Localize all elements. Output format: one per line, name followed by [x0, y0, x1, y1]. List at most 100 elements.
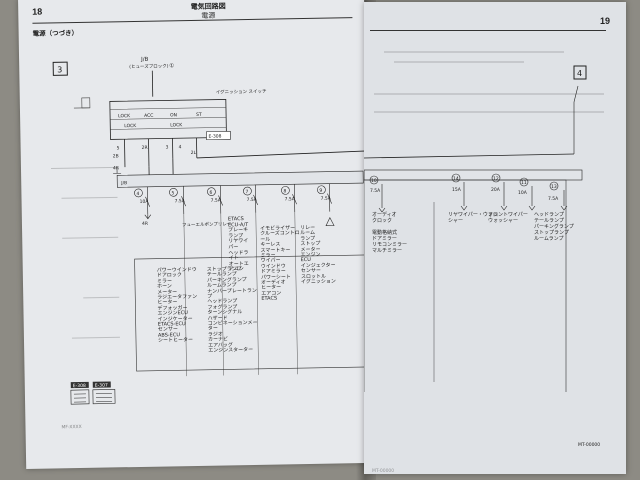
connector-triangle-icon: [325, 216, 335, 226]
jb-bus-box: [364, 169, 583, 181]
branch-label: 2R: [142, 145, 148, 151]
incoming-wire: [364, 153, 575, 159]
ignition-switch-box: [109, 99, 227, 140]
panel-number-box: [52, 61, 68, 76]
fuse-group-r3: 12 20A: [491, 173, 508, 211]
right-page: 19 4 10 7.5A 14 15A 12 20A: [364, 2, 626, 474]
arrow-down-icon: [500, 182, 508, 211]
arrow-down-icon: [528, 186, 536, 211]
fuse-number-circle: [134, 188, 143, 198]
legend-code: E-307: [95, 383, 108, 389]
load-label: ルームランプ: [534, 236, 564, 242]
fuse-symbol: [145, 186, 150, 215]
switch-pos-5: LOCK: [124, 123, 137, 129]
ignition-switch-label: イグニッション スイッチ: [216, 88, 267, 96]
footer-code: MT-00000: [578, 442, 600, 448]
panel-number-box: [573, 65, 587, 80]
branch-label: 3: [166, 144, 169, 150]
fuse-number: 13: [551, 184, 557, 190]
fuse-group-1: 4 10A: [134, 186, 150, 215]
load-feed-wires: [183, 212, 298, 377]
connector-diagram-icon: [92, 389, 116, 405]
load-label: フロントワイパー: [488, 212, 528, 218]
fuse-rating: 7.5A: [548, 196, 559, 202]
branch-label: 5: [117, 145, 120, 151]
list-item: シートヒーター: [157, 337, 194, 344]
fuse-symbol: [292, 184, 297, 213]
fuse-rating: 7.5A: [211, 197, 222, 203]
load-list-3: イモビライザー クルーズコントロール キーレス スマートキー ミラー ワイパー …: [260, 225, 301, 302]
fuse-number: 5: [171, 190, 174, 196]
arrow-down-icon: [144, 214, 152, 220]
load-label: リモコンミラー: [372, 242, 408, 248]
legend-code: E-308: [73, 383, 86, 389]
fuse-symbol: [327, 183, 332, 212]
fuse-number: 9: [319, 188, 322, 194]
switch-pos-3: ON: [170, 112, 177, 118]
load-label: テールランプ: [534, 218, 564, 224]
connector-diagram-icon: [70, 389, 90, 405]
load-label: ウォッシャー: [488, 218, 519, 224]
arrow-down-icon: [560, 190, 568, 211]
fuse-rating: 20A: [491, 187, 501, 193]
wire-note: 4R: [113, 165, 119, 171]
load-label-group: リヤワイパー・ウォッシャー: [448, 212, 500, 224]
arrow-down-icon: [378, 184, 386, 213]
connector-ref-box: [206, 131, 231, 141]
fuse-group-r2: 14 15A: [451, 173, 468, 211]
load-label: 電動格納式: [372, 230, 398, 236]
load-list-1: パワーウインドウ ドアロック ミラー ホーン メーター ラジエータファン ヒータ…: [157, 267, 204, 344]
fuse-rating: 7.5A: [247, 197, 258, 203]
footer-code-ghost: MT-00000: [372, 468, 394, 474]
fuse-number-circle: [369, 175, 379, 185]
load-label-group: フロントワイパー ウォッシャー: [488, 212, 530, 224]
legend-code-badge: [70, 381, 89, 389]
fuse-group-6: 9 7.5A: [317, 183, 332, 212]
load-label-group: ヘッドランプ テールランプ パーキングランプ ストップランプ ルームランプ: [534, 212, 574, 242]
panel-number: 4: [577, 69, 582, 78]
jb-label: J/B: [140, 57, 149, 63]
load-list-2: ストップランプ テールランプ パーキングランプ ルームランプ ナンバープレートラ…: [207, 266, 259, 354]
panel-number: 3: [57, 65, 62, 74]
fuse-number-circle: [243, 186, 252, 196]
load-label: ヘッドランプ: [534, 212, 564, 218]
fuse-group-r1: 10 7.5A: [369, 175, 386, 213]
list-item: エンジンスターター: [208, 347, 254, 354]
switch-contacts: [109, 107, 227, 130]
load-label: クロック: [372, 218, 393, 224]
frame-line: [364, 179, 567, 392]
fuse-number: 11: [521, 180, 527, 186]
load-label: リヤワイパー・ウォッシャー: [448, 212, 498, 224]
list-item: イグニッション: [300, 278, 336, 286]
wiring-diagram-right: 4 10 7.5A 14 15A 12 20A: [364, 51, 604, 474]
fuse-rating: 7.5A: [370, 188, 381, 194]
fuse-number-circle: [451, 173, 461, 183]
fuse-rating: 10A: [140, 199, 150, 205]
bus-jb-label: J/B: [120, 180, 127, 186]
fuse-number-circle: [207, 187, 216, 196]
fuse-number: 12: [493, 176, 499, 182]
fuse-rating: 7.5A: [175, 198, 186, 204]
cross-page-wire: [196, 150, 367, 159]
fuse-symbol: [218, 185, 223, 214]
fuse-rating: 15A: [452, 187, 462, 193]
load-label-group: オーディオ クロック 電動格納式 ドアミラー リモコンミラー マルチミラー: [372, 212, 412, 254]
connector-pins: [73, 393, 113, 403]
switch-pos-6: LOCK: [170, 122, 183, 128]
fuse-group-r5: 13 7.5A: [548, 181, 568, 211]
load-list-4: リレー ルーム ランプ ストップ メーター エンジン ECU インジェクター セ…: [300, 225, 341, 285]
show-through-lines: [50, 166, 120, 339]
left-page: 18 電気回路図 電源 電源（つづき） 3 J/B (ヒューズブロック) ① イ…: [18, 0, 373, 469]
fuse-rating: 7.5A: [285, 196, 296, 202]
load-label: パーキングランプ: [534, 224, 574, 230]
branch-label: 4: [179, 144, 182, 150]
fuse-group-3: 6 7.5A: [207, 185, 223, 214]
fuse-circle-ref: ①: [169, 63, 174, 69]
switch-output-wires: [124, 137, 198, 168]
fuse-symbol: [181, 186, 186, 215]
fuse-number: 8: [283, 188, 286, 194]
riser-wire: [573, 85, 579, 154]
fuse-column-note: 4R: [142, 221, 148, 227]
fuse-number: 6: [209, 190, 212, 196]
fuse-number-circle: [281, 186, 290, 195]
